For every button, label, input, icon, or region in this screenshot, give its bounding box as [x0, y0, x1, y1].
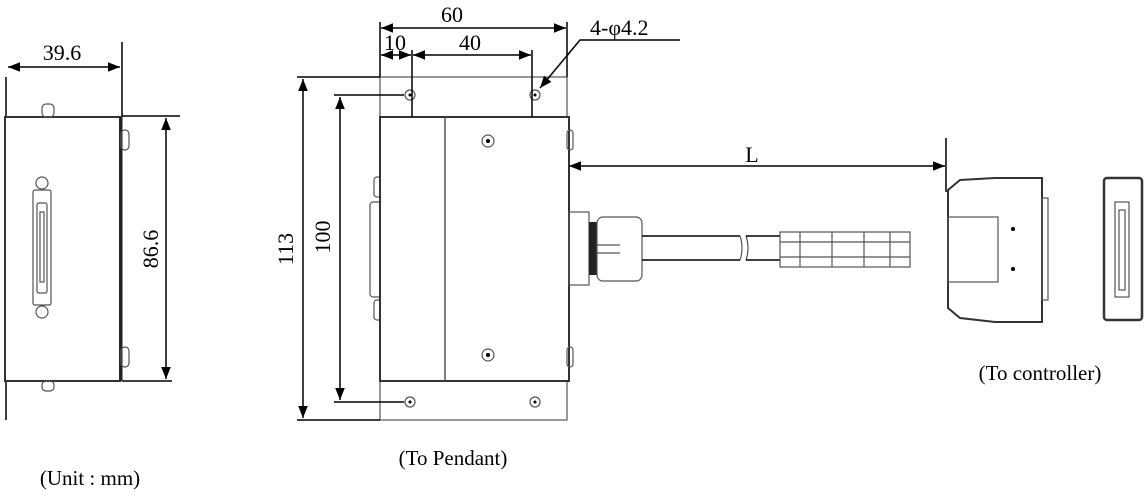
screw-icon	[481, 134, 495, 362]
dim-side-width: 39.6	[43, 40, 82, 65]
dim-hole-pitch: 40	[459, 30, 481, 55]
connector-end-view	[1102, 176, 1144, 322]
dim-hole-vertical-pitch: 100	[310, 221, 335, 254]
dim-cable-length: L	[745, 142, 758, 167]
connector-icon	[32, 176, 52, 319]
dim-hole-offset: 10	[384, 30, 406, 55]
unit-note: (Unit : mm)	[40, 466, 140, 490]
caption-to-controller: (To controller)	[979, 361, 1102, 385]
caption-to-pendant: (To Pendant)	[399, 446, 508, 470]
front-view: 60 10 40 4-φ4.2 113 100 (To Pendant)	[273, 2, 680, 470]
hole-callout: 4-φ4.2	[590, 15, 649, 40]
mounting-holes	[404, 89, 541, 408]
dim-side-height: 86.6	[138, 230, 163, 269]
dim-overall-width: 60	[441, 2, 463, 27]
cable-assembly: L (To controller)	[568, 138, 1144, 385]
side-view: 39.6 86.6 (Unit : mm)	[4, 40, 180, 490]
dim-overall-height: 113	[273, 233, 298, 265]
